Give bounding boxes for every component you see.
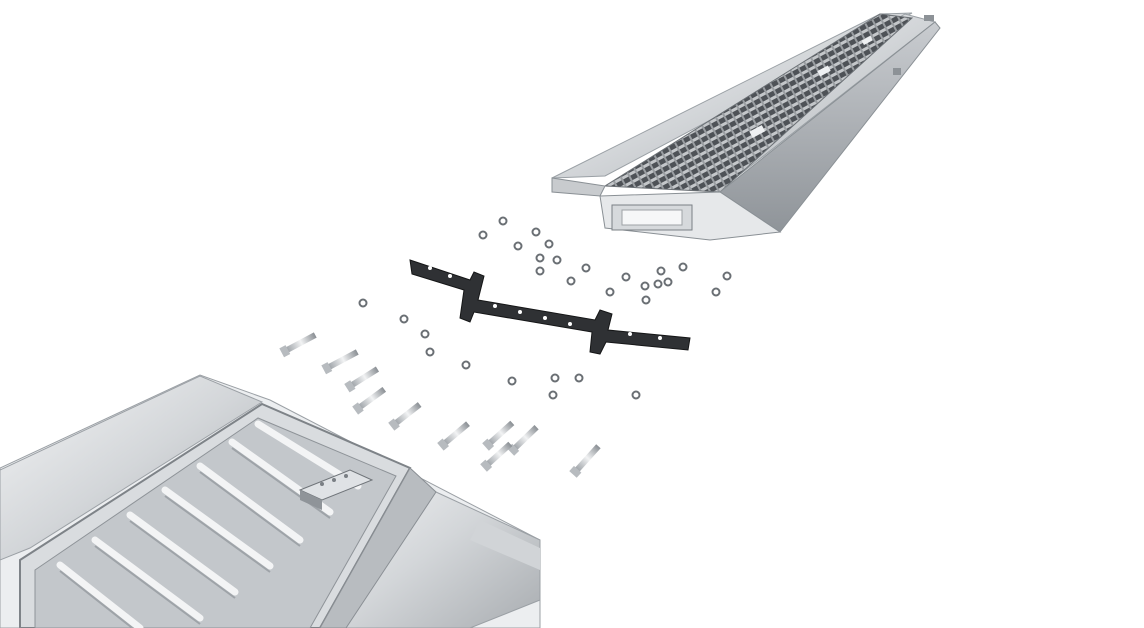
hex-bolt (388, 402, 422, 431)
washer (461, 360, 471, 370)
far-drain-channel (551, 12, 941, 241)
hex-bolt (507, 425, 539, 456)
washer (544, 239, 554, 249)
hex-bolt (482, 420, 515, 451)
washer (535, 266, 545, 276)
washer (507, 376, 517, 386)
hex-nut (722, 271, 732, 281)
hex-nut (498, 216, 508, 226)
hex-bolt (352, 386, 387, 415)
hex-bolt (437, 421, 470, 451)
washer (711, 287, 721, 297)
hex-bolt (279, 332, 317, 358)
washer (605, 287, 615, 297)
connector-bracket (409, 259, 691, 355)
washer (641, 295, 651, 305)
near-drain-channel (0, 374, 541, 628)
washer (425, 347, 435, 357)
hex-nut (678, 262, 688, 272)
hex-nut (656, 266, 666, 276)
washer (574, 373, 584, 383)
hex-bolt (480, 441, 513, 472)
washer (478, 230, 488, 240)
washer (399, 314, 409, 324)
washer (653, 279, 663, 289)
washer (552, 255, 562, 265)
channel-ribs (56, 420, 362, 628)
washer (513, 241, 523, 251)
washer (358, 298, 368, 308)
washer (420, 329, 430, 339)
hex-nut (631, 390, 641, 400)
hex-nut (535, 253, 545, 263)
washer (531, 227, 541, 237)
washer (566, 276, 576, 286)
hex-nut (581, 263, 591, 273)
hex-bolt (344, 366, 380, 393)
washer (663, 277, 673, 287)
washer (640, 281, 650, 291)
grate-latch (298, 469, 374, 510)
hex-bolt (321, 349, 359, 375)
washer (548, 390, 558, 400)
bolts (279, 332, 601, 478)
hex-nut (550, 373, 560, 383)
bracket-holes (428, 266, 662, 340)
hex-bolt (569, 444, 601, 478)
far-grate (603, 13, 914, 193)
nuts-and-washers (358, 216, 732, 400)
hex-nut (621, 272, 631, 282)
